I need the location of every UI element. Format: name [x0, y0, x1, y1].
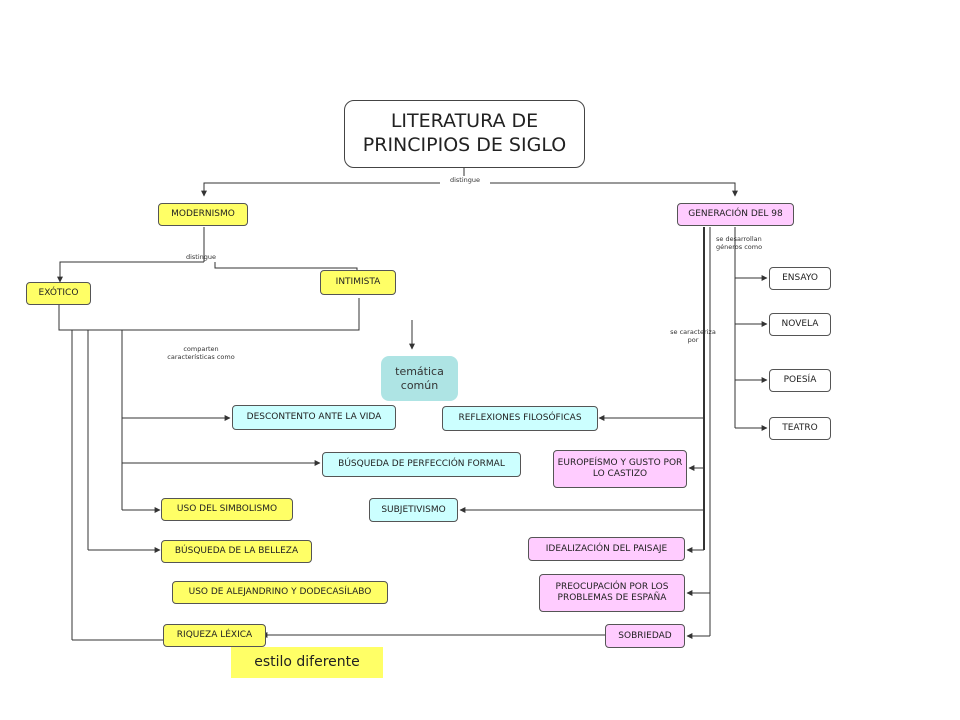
preocupacion-node: PREOCUPACIÓN POR LOS PROBLEMAS DE ESPAÑA	[539, 574, 685, 612]
tematica-comun-node: temática común	[381, 356, 458, 401]
genre-novela-node: NOVELA	[769, 313, 831, 336]
genre-poesia-node: POESÍA	[769, 369, 831, 392]
reflexiones-node: REFLEXIONES FILOSÓFICAS	[442, 406, 598, 431]
label-comparten: comparten características como	[167, 345, 235, 362]
genre-teatro-node: TEATRO	[769, 417, 831, 440]
idealizacion-node: IDEALIZACIÓN DEL PAISAJE	[528, 537, 685, 561]
belleza-node: BÚSQUEDA DE LA BELLEZA	[161, 540, 312, 563]
alejandrino-node: USO DE ALEJANDRINO Y DODECASÍLABO	[172, 581, 388, 604]
label-caracteriza: se caracteriza por	[670, 328, 716, 345]
subjetivismo-node: SUBJETIVISMO	[369, 498, 458, 522]
intimista-node: INTIMISTA	[320, 270, 396, 295]
genre-ensayo-node: ENSAYO	[769, 267, 831, 290]
busqueda-perfeccion-node: BÚSQUEDA DE PERFECCIÓN FORMAL	[322, 452, 521, 477]
title-node: LITERATURA DE PRINCIPIOS DE SIGLO	[344, 100, 585, 168]
modernismo-node: MODERNISMO	[158, 203, 248, 226]
exotico-node: EXÓTICO	[26, 282, 91, 305]
label-generos: se desarrollan géneros como	[716, 235, 763, 252]
generacion98-node: GENERACIÓN DEL 98	[677, 203, 794, 226]
title-text: LITERATURA DE PRINCIPIOS DE SIGLO	[362, 110, 567, 156]
sobriedad-node: SOBRIEDAD	[605, 624, 685, 648]
riqueza-node: RIQUEZA LÉXICA	[163, 624, 266, 647]
label-distingue-top: distingue	[440, 176, 490, 185]
europeismo-node: EUROPEÍSMO Y GUSTO POR LO CASTIZO	[553, 450, 687, 488]
descontento-node: DESCONTENTO ANTE LA VIDA	[232, 405, 396, 430]
simbolismo-node: USO DEL SIMBOLISMO	[161, 498, 293, 521]
label-distingue-mod: distingue	[185, 253, 217, 261]
estilo-diferente-node: estilo diferente	[231, 647, 383, 678]
